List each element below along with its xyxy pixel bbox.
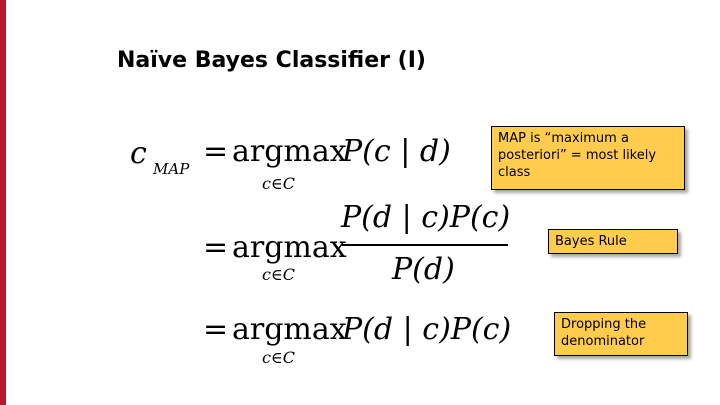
argmax-operator-2: argmax: [232, 230, 347, 265]
callout-bayes-rule: Bayes Rule: [548, 229, 678, 254]
slide-title: Naïve Bayes Classifier (I): [117, 48, 426, 73]
fraction-denominator: P(d): [392, 252, 455, 287]
callout-map: MAP is “maximum a posteriori” = most lik…: [491, 126, 685, 190]
accent-bar: [0, 0, 6, 405]
argmax-operator-1: argmax: [232, 134, 347, 169]
argmax-operator-3: argmax: [232, 312, 347, 347]
argmax-subscript-1: c∈C: [262, 174, 296, 193]
expression-3: P(d | c)P(c): [342, 312, 512, 347]
argmax-subscript-3: c∈C: [262, 348, 296, 367]
expression-1: P(c | d): [342, 134, 451, 169]
fraction-bar: [342, 244, 508, 246]
fraction-numerator: P(d | c)P(c): [341, 200, 511, 235]
callout-dropping-denominator: Dropping the denominator: [554, 312, 688, 356]
argmax-subscript-2: c∈C: [262, 265, 296, 284]
equals-sign-1: =: [203, 134, 229, 169]
equals-sign-2: =: [203, 230, 229, 265]
lhs-subscript: MAP: [153, 160, 190, 178]
equals-sign-3: =: [203, 312, 229, 347]
lhs-variable: c: [130, 136, 147, 171]
